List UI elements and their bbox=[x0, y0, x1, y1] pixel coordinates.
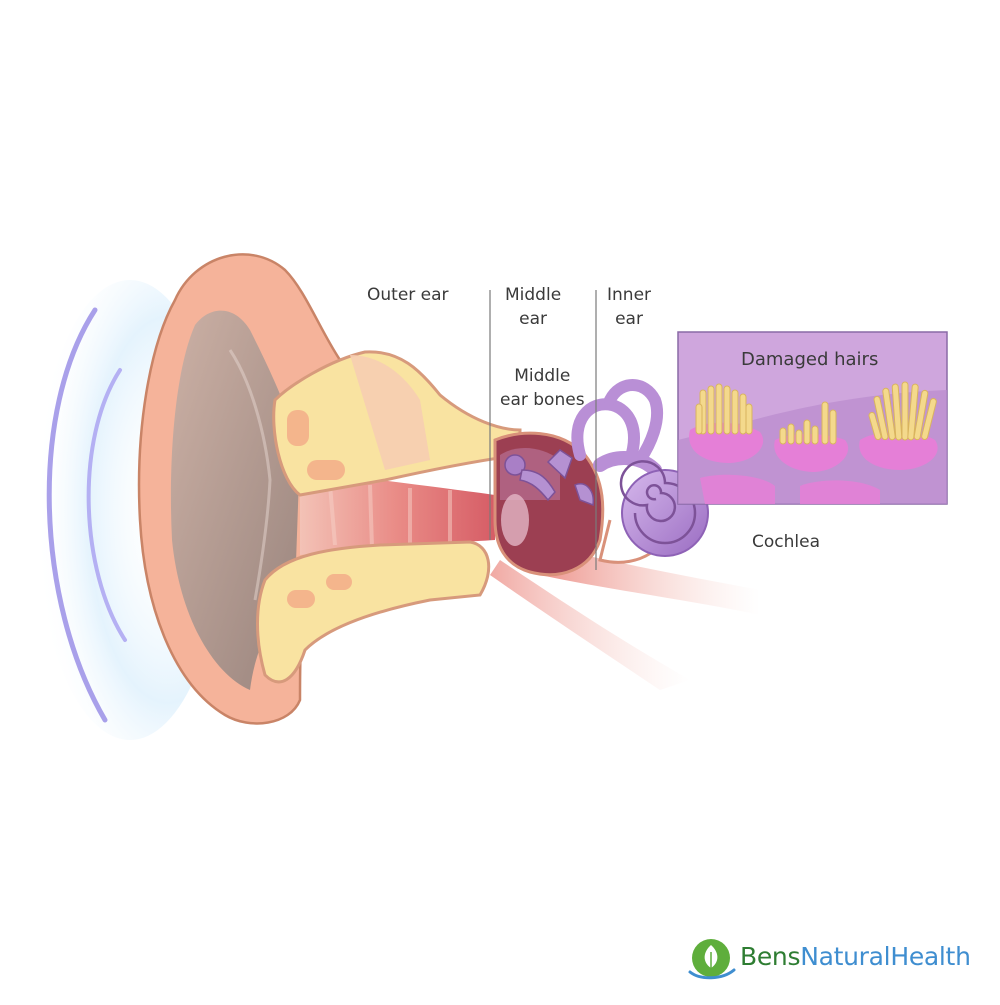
logo-part-natural-health: NaturalHealth bbox=[800, 942, 971, 971]
leaf-droplet-icon bbox=[688, 939, 736, 980]
middle-ear-cavity bbox=[493, 431, 605, 577]
label-middle-ear: Middle ear bbox=[505, 285, 562, 329]
lower-cartilage bbox=[256, 540, 491, 684]
logo-wordmark: BensNaturalHealth bbox=[740, 942, 971, 971]
label-middle-ear-bones: Middle ear bones bbox=[500, 366, 585, 410]
logo-part-bens: Bens bbox=[740, 942, 801, 971]
damaged-hairs-inset bbox=[677, 331, 948, 505]
label-cochlea: Cochlea bbox=[752, 532, 820, 552]
hair-bundle-left bbox=[695, 383, 753, 435]
upper-cartilage bbox=[272, 350, 522, 497]
middle-ear-bones bbox=[504, 449, 594, 507]
label-damaged-hairs: Damaged hairs bbox=[741, 349, 879, 370]
hair-bundle-middle bbox=[779, 401, 837, 445]
label-inner-ear: Inner ear bbox=[607, 285, 652, 329]
hair-bundle-right bbox=[868, 381, 937, 441]
label-outer-ear: Outer ear bbox=[367, 285, 449, 305]
